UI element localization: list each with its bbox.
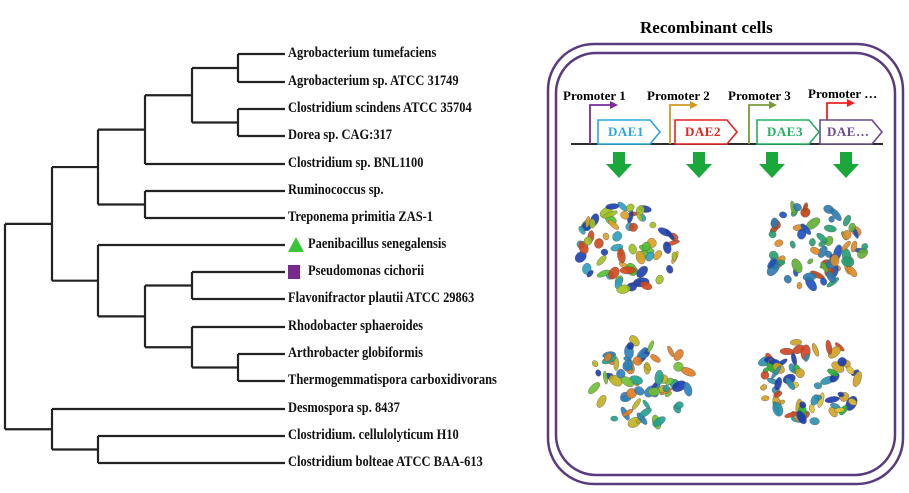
green-triangle-marker-icon <box>288 237 304 252</box>
gene-label: DAE3 <box>767 124 803 139</box>
purple-square-marker-icon <box>288 265 300 279</box>
promoter-label: Promoter … <box>808 86 878 101</box>
promoter-label: Promoter 1 <box>563 88 626 103</box>
protein-structure-4 <box>758 339 862 426</box>
expression-down-arrow-icon <box>686 152 712 178</box>
tree-leaf-label: Clostridium. cellulolyticum H10 <box>288 427 459 443</box>
inner-membrane <box>554 51 897 477</box>
tree-leaf-label: Dorea sp. CAG:317 <box>288 127 393 143</box>
promoter-label: Promoter 2 <box>647 88 710 103</box>
protein-structure-2 <box>766 200 869 292</box>
expression-down-arrow-icon <box>606 152 632 178</box>
tree-leaf-label: Clostridium sp. BNL1100 <box>288 155 424 171</box>
gene-label: DAE1 <box>608 124 644 139</box>
tree-leaf-label: Ruminococcus sp. <box>288 182 384 198</box>
tree-leaf-label: Paenibacillus senegalensis <box>308 236 447 252</box>
cell-title: Recombinant cells <box>640 18 773 37</box>
expression-down-arrow-icon <box>759 152 785 178</box>
tree-leaf-label: Pseudomonas cichorii <box>308 263 425 279</box>
gene-label: DAE… <box>827 124 870 139</box>
tree-leaf-label: Clostridium bolteae ATCC BAA-613 <box>288 454 483 470</box>
tree-leaf-label: Clostridium scindens ATCC 35704 <box>288 100 472 116</box>
tree-leaf-label: Thermogemmatispora carboxidivorans <box>288 372 497 388</box>
tree-leaf-label: Agrobacterium sp. ATCC 31749 <box>288 73 459 89</box>
protein-structure-3 <box>588 335 696 430</box>
protein-structure-1 <box>574 201 680 294</box>
tree-leaf-label: Flavonifractor plautii ATCC 29863 <box>288 290 475 306</box>
tree-leaf-label: Treponema primitia ZAS-1 <box>288 209 434 225</box>
tree-leaf-label: Rhodobacter sphaeroides <box>288 318 423 334</box>
expression-down-arrow-icon <box>833 152 859 178</box>
promoter-label: Promoter 3 <box>728 88 791 103</box>
gene-label: DAE2 <box>685 124 721 139</box>
outer-membrane <box>546 42 905 486</box>
tree-leaf-label: Desmospora sp. 8437 <box>288 400 400 416</box>
tree-leaf-label: Arthrobacter globiformis <box>288 345 423 361</box>
phylogenetic-tree <box>3 52 285 465</box>
tree-leaf-label: Agrobacterium tumefaciens <box>288 45 437 61</box>
